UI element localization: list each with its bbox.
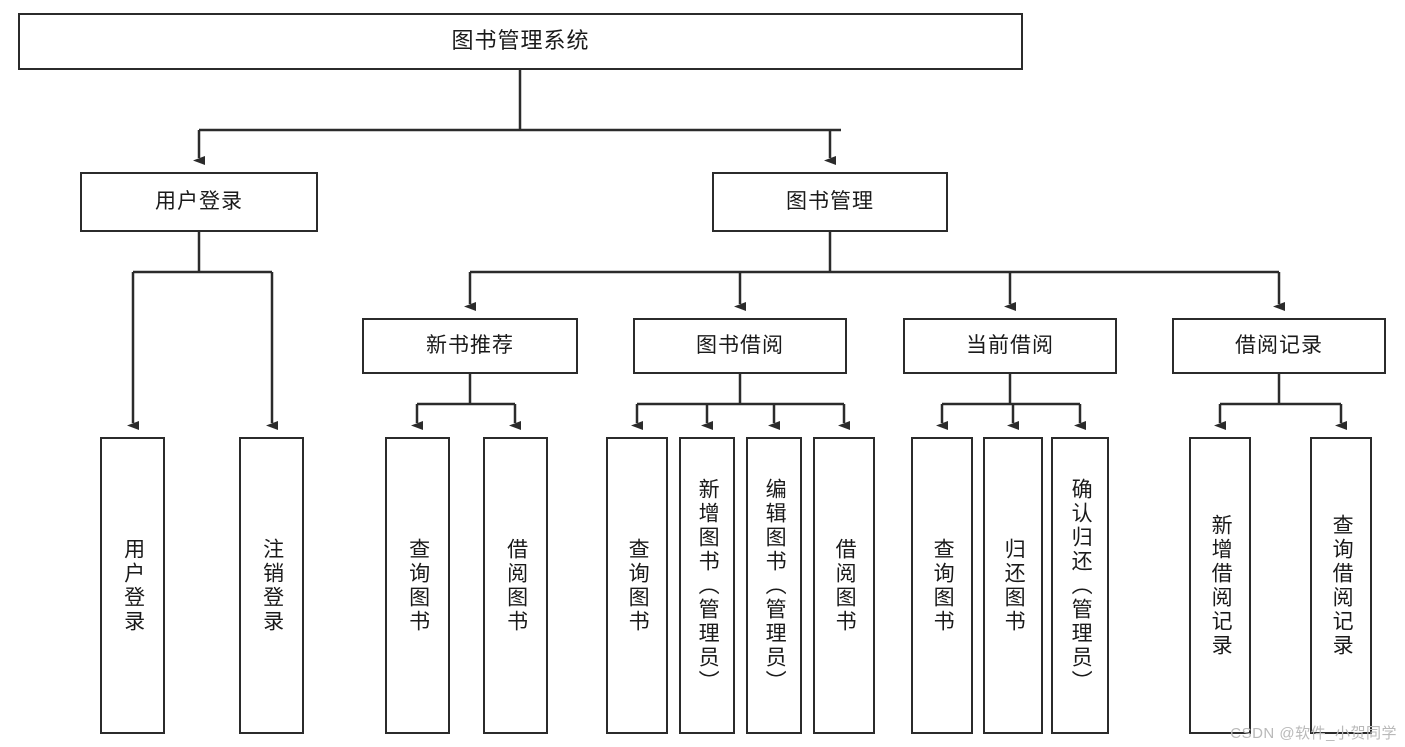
leaf-user-login[interactable]: 用户登录	[100, 437, 165, 734]
node-borrow-record[interactable]: 借阅记录	[1172, 318, 1386, 374]
node-current-borrow[interactable]: 当前借阅	[903, 318, 1117, 374]
node-new-book-recommend[interactable]: 新书推荐	[362, 318, 578, 374]
leaf-borrow-book[interactable]: 借阅图书	[813, 437, 875, 734]
node-new-book-recommend-label: 新书推荐	[426, 334, 514, 358]
node-book-borrow-label: 图书借阅	[696, 334, 784, 358]
watermark-text: CSDN @软件_小贺同学	[1230, 725, 1397, 742]
leaf-query-borrow-record[interactable]: 查询借阅记录	[1310, 437, 1372, 734]
node-book-borrow[interactable]: 图书借阅	[633, 318, 847, 374]
node-book-manage-label: 图书管理	[786, 190, 874, 214]
leaf-add-borrow-record[interactable]: 新增借阅记录	[1189, 437, 1251, 734]
leaf-add-book-admin[interactable]: 新增图书（管理员）	[679, 437, 735, 734]
node-root-system[interactable]: 图书管理系统	[18, 13, 1023, 70]
node-user-login[interactable]: 用户登录	[80, 172, 318, 232]
node-user-login-label: 用户登录	[155, 190, 243, 214]
leaf-query-book-recommend[interactable]: 查询图书	[385, 437, 450, 734]
leaf-edit-book-admin[interactable]: 编辑图书（管理员）	[746, 437, 802, 734]
leaf-query-book-current[interactable]: 查询图书	[911, 437, 973, 734]
leaf-borrow-book-recommend[interactable]: 借阅图书	[483, 437, 548, 734]
leaf-return-book[interactable]: 归还图书	[983, 437, 1043, 734]
node-borrow-record-label: 借阅记录	[1235, 334, 1323, 358]
node-book-manage[interactable]: 图书管理	[712, 172, 948, 232]
leaf-user-logout[interactable]: 注销登录	[239, 437, 304, 734]
leaf-confirm-return-admin[interactable]: 确认归还（管理员）	[1051, 437, 1109, 734]
leaf-query-book-borrow[interactable]: 查询图书	[606, 437, 668, 734]
node-root-system-label: 图书管理系统	[451, 28, 590, 54]
node-current-borrow-label: 当前借阅	[966, 334, 1054, 358]
